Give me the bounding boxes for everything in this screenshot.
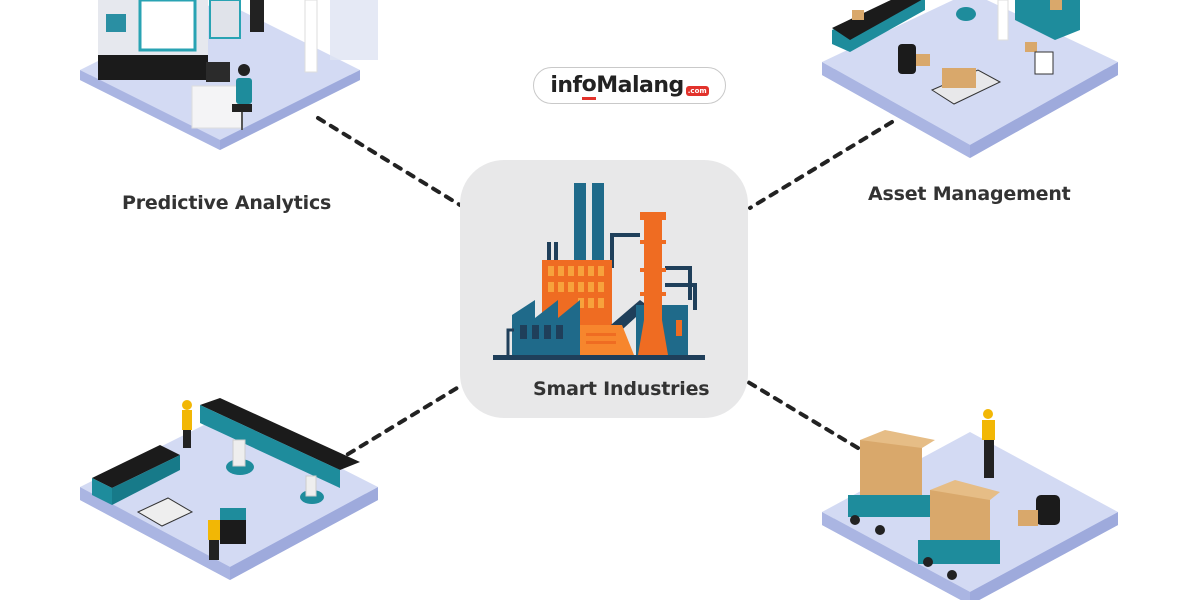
logo-prefix: inf [550,73,582,98]
logo-i-letter: i [550,73,558,98]
logo-domain: .com [685,85,709,96]
factory-icon [493,183,705,360]
connector-bottom-right [746,380,860,450]
logo-o-letter: o [581,72,597,100]
connector-top-right [748,120,894,210]
center-label: Smart Industries [533,378,710,400]
node-label-asset-management: Asset Management [868,183,1071,205]
smart-industries-card: Smart Industries [460,160,748,418]
logo-suffix: Malang [596,73,684,98]
connector-top-left [316,116,462,207]
node-label-predictive-analytics: Predictive Analytics [122,192,332,214]
connector-bottom-left [333,383,464,464]
logo-prefix-rest: nf [557,73,582,98]
